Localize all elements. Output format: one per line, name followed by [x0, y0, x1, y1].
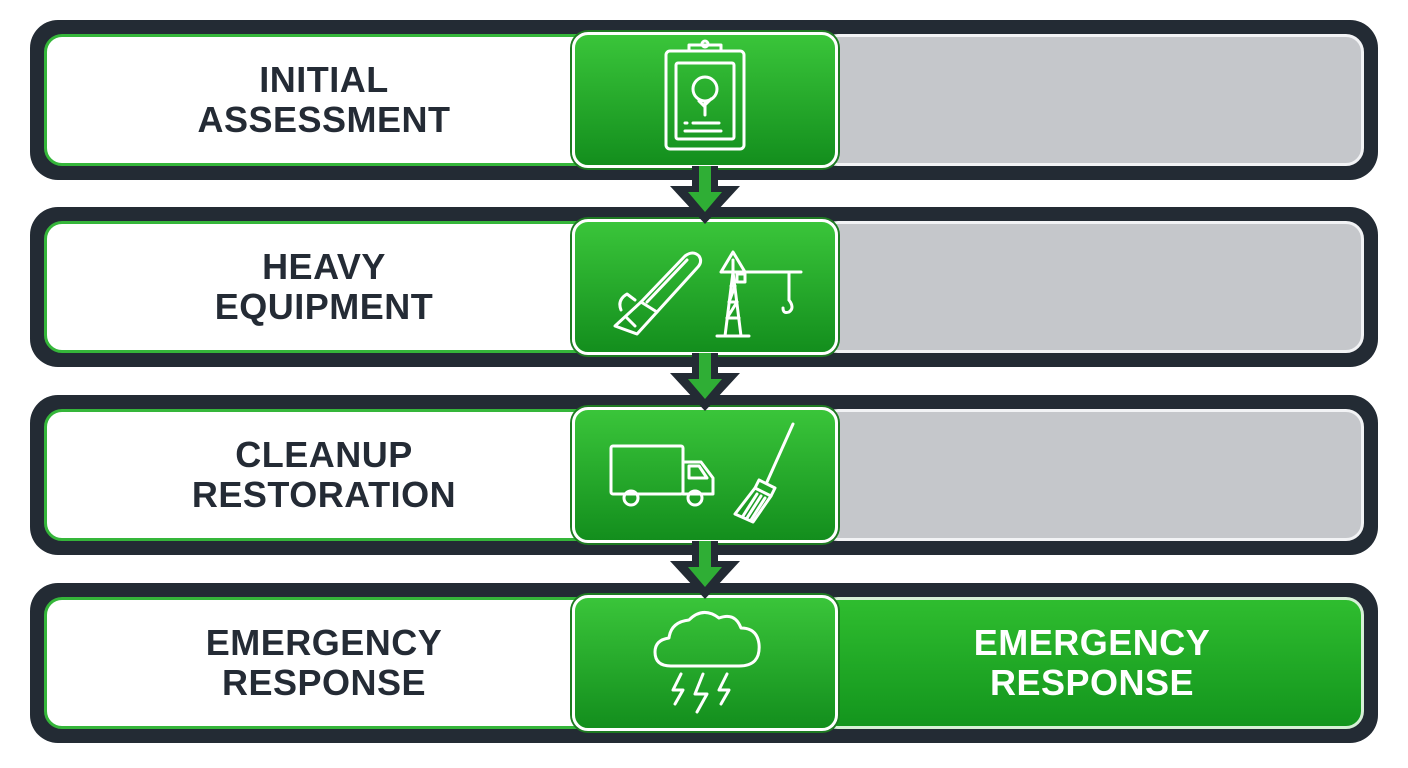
- chainsaw-crane-icon: [572, 219, 838, 355]
- step-label: EMERGENCY RESPONSE: [205, 622, 443, 703]
- step-detail-panel: [820, 34, 1364, 166]
- step-detail-panel: [820, 409, 1364, 541]
- clipboard-tree-icon: [572, 32, 838, 168]
- down-arrow-icon: [670, 166, 740, 224]
- down-arrow-icon: [670, 541, 740, 599]
- step-row-emergency-response: EMERGENCY RESPONSE EMERGENCY RESPONSE: [30, 583, 1378, 743]
- step-label-panel: CLEANUP RESTORATION: [44, 409, 604, 541]
- step-label-panel: EMERGENCY RESPONSE: [44, 597, 604, 729]
- truck-broom-icon: [572, 407, 838, 543]
- step-label-panel: HEAVY EQUIPMENT: [44, 221, 604, 353]
- step-row-cleanup-restoration: CLEANUP RESTORATION: [30, 395, 1378, 555]
- step-label: HEAVY EQUIPMENT: [214, 246, 434, 327]
- step-label-panel: INITIAL ASSESSMENT: [44, 34, 604, 166]
- step-row-heavy-equipment: HEAVY EQUIPMENT: [30, 207, 1378, 367]
- step-detail-panel: [820, 221, 1364, 353]
- storm-cloud-icon: [572, 595, 838, 731]
- step-label: CLEANUP RESTORATION: [191, 434, 457, 515]
- step-label: INITIAL ASSESSMENT: [197, 59, 451, 140]
- active-step-label: EMERGENCY RESPONSE: [973, 622, 1211, 703]
- down-arrow-icon: [670, 353, 740, 411]
- step-row-initial-assessment: INITIAL ASSESSMENT: [30, 20, 1378, 180]
- step-detail-panel-active: EMERGENCY RESPONSE: [820, 597, 1364, 729]
